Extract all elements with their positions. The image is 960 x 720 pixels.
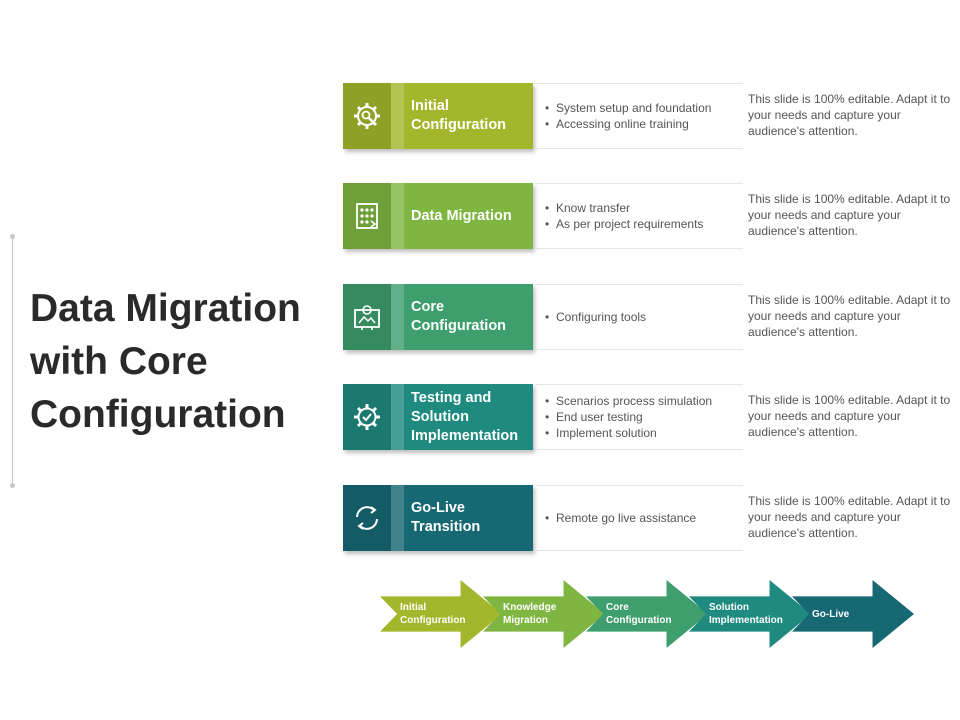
gear-check-icon bbox=[354, 404, 380, 430]
side-divider-line bbox=[12, 237, 13, 487]
bullet-item: As per project requirements bbox=[545, 216, 703, 232]
bullet-item: System setup and foundation bbox=[545, 100, 711, 116]
flow-arrow-label: Go-Live bbox=[812, 608, 850, 620]
side-divider-dot-top bbox=[10, 234, 15, 239]
page-title: Data Migration with Core Configuration bbox=[30, 287, 301, 436]
gear-wrench-icon bbox=[354, 103, 380, 129]
flow-arrow-label: Initial Configuration bbox=[400, 602, 466, 626]
stage-card: Go-Live Transition bbox=[343, 485, 533, 551]
stage-strip bbox=[391, 284, 404, 350]
bullet-item: End user testing bbox=[545, 409, 712, 425]
stage-strip bbox=[391, 485, 404, 551]
flow-arrow-knowledge-migration: Knowledge Migration bbox=[483, 580, 605, 648]
stage-row-go-live-transition: Go-Live Transition Remote go live assist… bbox=[343, 485, 953, 551]
stage-note: This slide is 100% editable. Adapt it to… bbox=[748, 494, 951, 540]
stage-strip bbox=[391, 183, 404, 249]
stage-card: Data Migration bbox=[343, 183, 533, 249]
stage-strip bbox=[391, 83, 404, 149]
stage-icon-box bbox=[343, 183, 391, 249]
data-transfer-icon bbox=[356, 203, 378, 229]
stage-icon-box bbox=[343, 284, 391, 350]
stage-label: Testing and Solution Implementation bbox=[411, 389, 519, 444]
stage-description: Know transfer As per project requirement… bbox=[535, 183, 743, 249]
bullet-item: Configuring tools bbox=[545, 309, 646, 325]
stage-description: Remote go live assistance bbox=[535, 485, 743, 551]
stage-icon-box bbox=[343, 485, 391, 551]
bullet-item: Implement solution bbox=[545, 425, 712, 441]
flow-arrow-initial-configuration: Initial Configuration bbox=[380, 580, 502, 648]
config-screen-icon bbox=[354, 305, 380, 330]
cycle-arrows-icon bbox=[356, 506, 378, 530]
stage-strip bbox=[391, 384, 404, 450]
stage-row-data-migration: Data Migration Know transfer As per proj… bbox=[343, 183, 953, 249]
stage-label: Core Configuration bbox=[411, 299, 507, 334]
stage-note: This slide is 100% editable. Adapt it to… bbox=[748, 293, 951, 339]
stage-label: Data Migration bbox=[411, 207, 512, 224]
stage-label: Go-Live Transition bbox=[411, 500, 481, 535]
flow-arrow-solution-implementation: Solution Implementation bbox=[689, 580, 811, 648]
stage-description: Scenarios process simulation End user te… bbox=[535, 384, 743, 450]
bullet-item: Accessing online training bbox=[545, 116, 711, 132]
bullet-item: Know transfer bbox=[545, 200, 703, 216]
flow-arrow-label: Solution Implementation bbox=[709, 602, 783, 626]
stage-icon-box bbox=[343, 384, 391, 450]
bullet-item: Scenarios process simulation bbox=[545, 393, 712, 409]
bullet-item: Remote go live assistance bbox=[545, 510, 696, 526]
side-divider-dot-bottom bbox=[10, 483, 15, 488]
flow-arrow-go-live: Go-Live bbox=[792, 580, 914, 648]
flow-arrow-label: Knowledge Migration bbox=[503, 602, 557, 626]
flow-arrow-label: Core Configuration bbox=[606, 602, 672, 626]
stage-card: Initial Configuration bbox=[343, 83, 533, 149]
stage-description: System setup and foundation Accessing on… bbox=[535, 83, 743, 149]
stage-note: This slide is 100% editable. Adapt it to… bbox=[748, 92, 951, 138]
stage-description: Configuring tools bbox=[535, 284, 743, 350]
stage-card: Core Configuration bbox=[343, 284, 533, 350]
stage-note: This slide is 100% editable. Adapt it to… bbox=[748, 192, 951, 238]
stage-icon-box bbox=[343, 83, 391, 149]
stage-label: Initial Configuration bbox=[411, 98, 507, 133]
stage-note: This slide is 100% editable. Adapt it to… bbox=[748, 393, 951, 439]
flow-arrow-core-configuration: Core Configuration bbox=[586, 580, 708, 648]
stage-row-core-configuration: Core Configuration Configuring tools Thi… bbox=[343, 284, 953, 350]
stage-row-initial-configuration: Initial Configuration System setup and f… bbox=[343, 83, 953, 149]
stage-row-testing-solution-implementation: Testing and Solution Implementation Scen… bbox=[343, 384, 953, 450]
stage-card: Testing and Solution Implementation bbox=[343, 384, 533, 450]
